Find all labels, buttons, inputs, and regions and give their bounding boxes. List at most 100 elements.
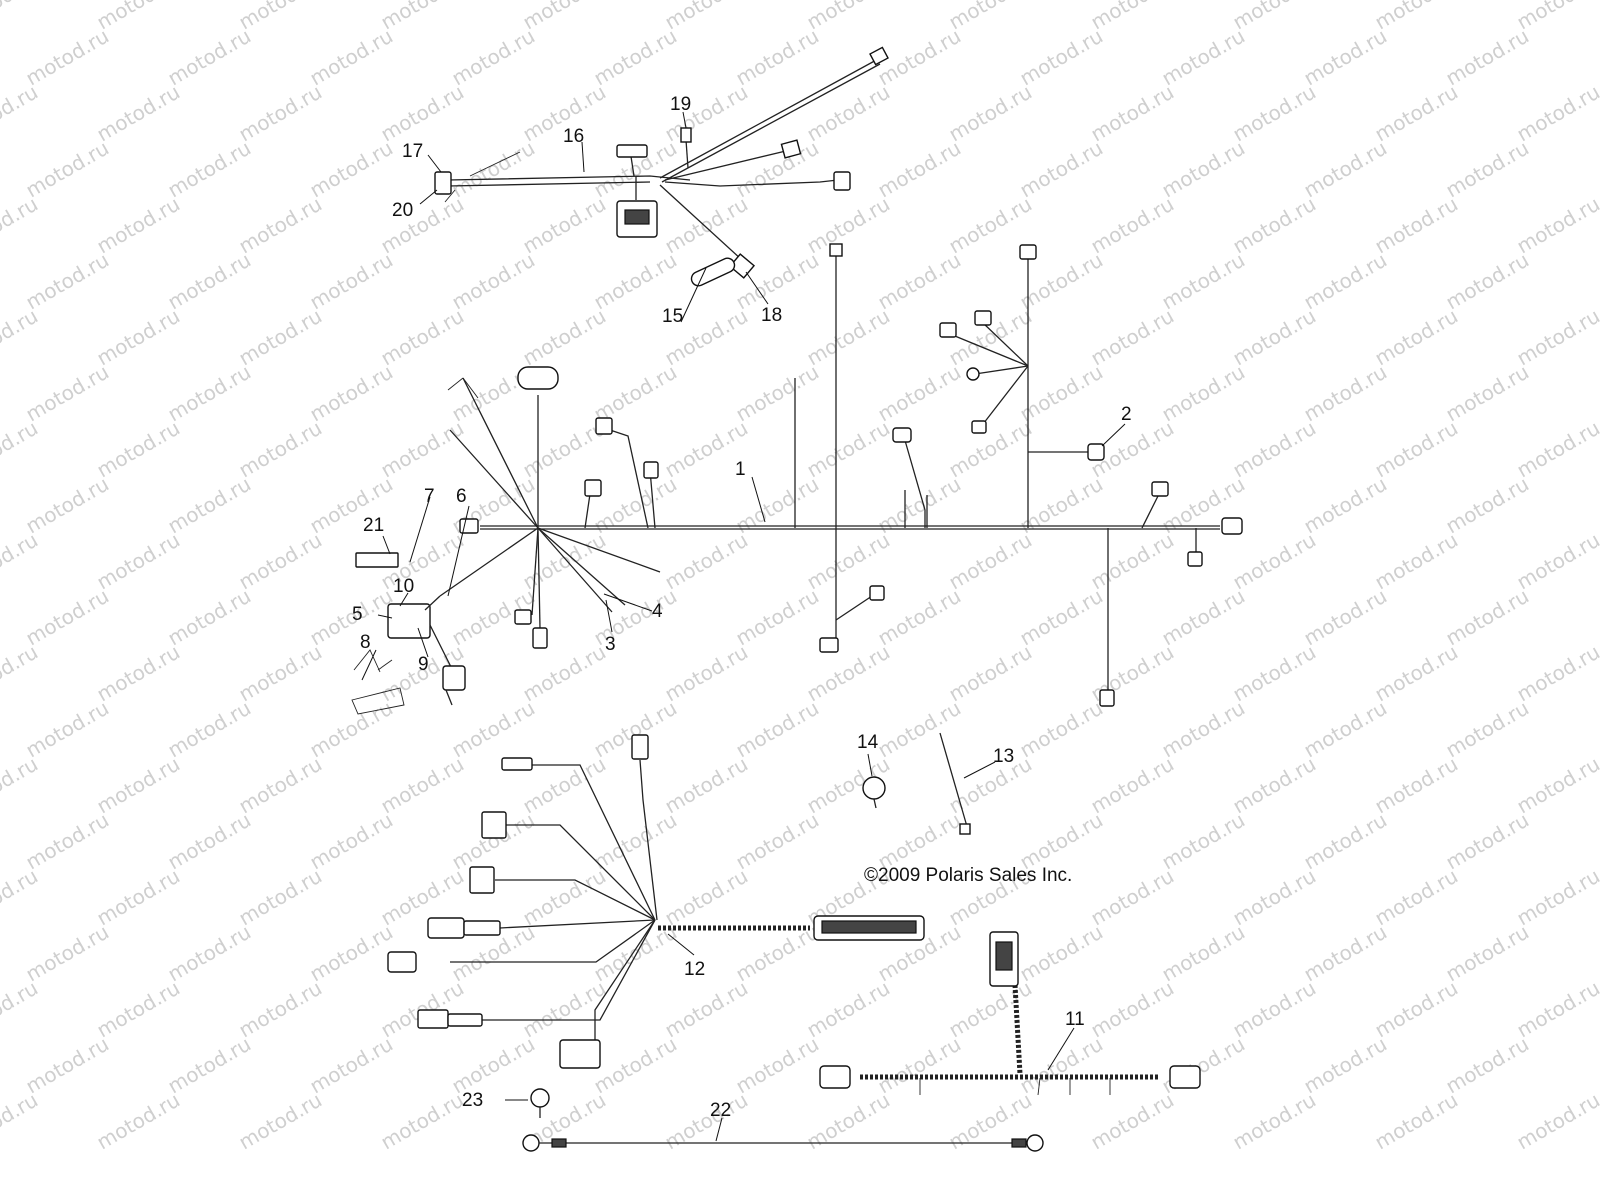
watermark-text: motod.ru <box>235 640 326 707</box>
watermark-text: motod.ru <box>235 1088 326 1155</box>
watermark-text: motod.ru <box>93 1088 184 1155</box>
watermark-text: motod.ru <box>874 360 965 427</box>
watermark-text: motod.ru <box>0 192 42 259</box>
watermark-text: motod.ru <box>93 80 184 147</box>
watermark-text: motod.ru <box>1513 1088 1600 1155</box>
watermark-text: motod.ru <box>732 24 823 91</box>
watermark-text: motod.ru <box>1300 360 1391 427</box>
watermark-text: motod.ru <box>0 304 42 371</box>
watermark-text: motod.ru <box>22 584 113 651</box>
harness-12-drawing <box>387 734 925 1069</box>
callout-10: 10 <box>393 576 414 597</box>
harness-11-drawing <box>819 931 1201 1096</box>
watermark-text: motod.ru <box>1087 0 1178 34</box>
watermark-text: motod.ru <box>519 304 610 371</box>
watermark-text: motod.ru <box>1087 752 1178 819</box>
watermark-text: motod.ru <box>306 136 397 203</box>
watermark-text: motod.ru <box>235 80 326 147</box>
callout-7: 7 <box>424 486 435 507</box>
watermark-text: motod.ru <box>0 528 42 595</box>
callout-11: 11 <box>1065 1009 1085 1030</box>
watermark-text: motod.ru <box>732 808 823 875</box>
watermark-text: motod.ru <box>1371 1088 1462 1155</box>
callout-13: 13 <box>993 746 1014 767</box>
watermark-text: motod.ru <box>1513 640 1600 707</box>
watermark-text: motod.ru <box>0 416 42 483</box>
watermark-text: motod.ru <box>1442 24 1533 91</box>
watermark-text: motod.ru <box>1442 1032 1533 1099</box>
watermark-text: motod.ru <box>590 920 681 987</box>
watermark-text: motod.ru <box>377 976 468 1043</box>
watermark-text: motod.ru <box>874 696 965 763</box>
callout-19: 19 <box>670 94 691 115</box>
watermark-text: motod.ru <box>164 472 255 539</box>
watermark-text: motod.ru <box>1371 528 1462 595</box>
watermark-text: motod.ru <box>1016 696 1107 763</box>
watermark-text: motod.ru <box>661 976 752 1043</box>
watermark-text: motod.ru <box>1229 0 1320 34</box>
watermark-text: motod.ru <box>164 24 255 91</box>
watermark-text: motod.ru <box>874 248 965 315</box>
watermark-text: motod.ru <box>803 304 894 371</box>
watermark-text: motod.ru <box>590 360 681 427</box>
watermark-text: motod.ru <box>1513 192 1600 259</box>
watermark-text: motod.ru <box>661 528 752 595</box>
watermark-text: motod.ru <box>1229 528 1320 595</box>
watermark-text: motod.ru <box>0 752 42 819</box>
watermark-text: motod.ru <box>1087 976 1178 1043</box>
watermark-text: motod.ru <box>803 640 894 707</box>
watermark-text: motod.ru <box>448 1032 539 1099</box>
callout-15: 15 <box>662 306 683 327</box>
watermark-text: motod.ru <box>235 304 326 371</box>
watermark-text: motod.ru <box>0 864 42 931</box>
watermark-text: motod.ru <box>1442 920 1533 987</box>
watermark-text: motod.ru <box>164 248 255 315</box>
watermark-text: motod.ru <box>1442 808 1533 875</box>
watermark-text: motod.ru <box>519 864 610 931</box>
leader-lines <box>361 111 1126 1142</box>
watermark-text: motod.ru <box>590 472 681 539</box>
watermark-text: motod.ru <box>306 248 397 315</box>
watermark-text: motod.ru <box>306 696 397 763</box>
callout-20: 20 <box>392 200 413 221</box>
watermark-text: motod.ru <box>1300 696 1391 763</box>
callout-6: 6 <box>456 486 467 507</box>
watermark-text: motod.ru <box>1158 808 1249 875</box>
watermark-text: motod.ru <box>1016 584 1107 651</box>
watermark-text: motod.ru <box>164 696 255 763</box>
watermark-text: motod.ru <box>803 0 894 34</box>
watermark-text: motod.ru <box>732 472 823 539</box>
watermark-text: motod.ru <box>1087 304 1178 371</box>
watermark-text: motod.ru <box>93 640 184 707</box>
callout-18: 18 <box>761 305 782 326</box>
watermark-text: motod.ru <box>945 528 1036 595</box>
watermark-text: motod.ru <box>0 0 42 34</box>
watermark-text: motod.ru <box>1158 136 1249 203</box>
watermark-text: motod.ru <box>1229 640 1320 707</box>
watermark-text: motod.ru <box>1442 360 1533 427</box>
callout-14: 14 <box>857 732 879 753</box>
watermark-text: motod.ru <box>874 136 965 203</box>
watermark-text: motod.ru <box>732 696 823 763</box>
watermark-text: motod.ru <box>1229 976 1320 1043</box>
watermark-text: motod.ru <box>1229 192 1320 259</box>
watermark-text: motod.ru <box>235 416 326 483</box>
watermark-text: motod.ru <box>306 808 397 875</box>
watermark-text: motod.ru <box>377 416 468 483</box>
watermark-text: motod.ru <box>306 920 397 987</box>
watermark-text: motod.ru <box>590 24 681 91</box>
watermark-text: motod.ru <box>164 920 255 987</box>
harness-1-drawing <box>351 243 1243 715</box>
watermark-text: motod.ru <box>22 920 113 987</box>
watermark-text: motod.ru <box>1016 24 1107 91</box>
watermark-text: motod.ru <box>1229 1088 1320 1155</box>
watermark-text: motod.ru <box>732 136 823 203</box>
watermark-text: motod.ru <box>1158 584 1249 651</box>
watermark-text: motod.ru <box>1371 0 1462 34</box>
watermark-text: motod.ru <box>1300 24 1391 91</box>
watermark-text: motod.ru <box>22 136 113 203</box>
watermark-text: motod.ru <box>519 0 610 34</box>
watermark-text: motod.ru <box>306 360 397 427</box>
watermark-text: motod.ru <box>22 360 113 427</box>
